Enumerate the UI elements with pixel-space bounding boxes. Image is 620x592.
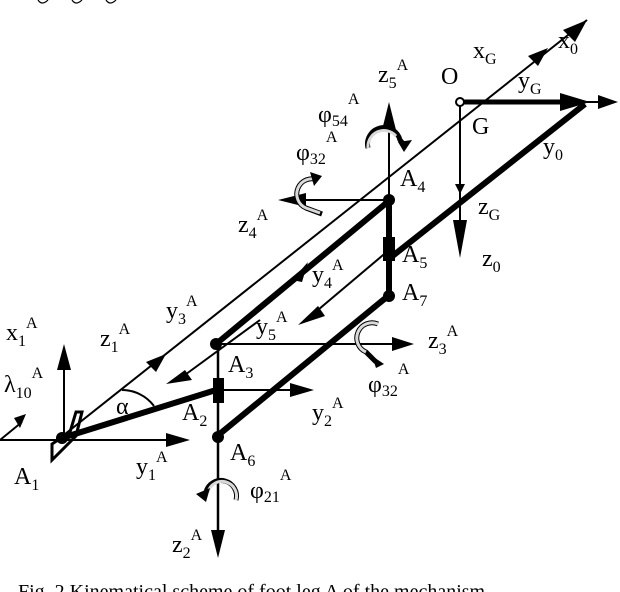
label-z1A: z1A: [100, 321, 131, 356]
label-z2A: z2A: [172, 527, 203, 562]
label-z4A: z4A: [238, 207, 269, 242]
joint-A5: [383, 237, 395, 261]
point-A1: [56, 432, 68, 444]
label-G: G: [472, 114, 489, 140]
label-x0: x0: [558, 28, 578, 58]
label-zG: zG: [478, 194, 501, 224]
label-O: O: [441, 64, 458, 90]
point-A6: [212, 431, 224, 443]
rotation-arrow-phi21: [196, 478, 240, 502]
point-O: [455, 97, 465, 107]
label-phi21A: φ21A: [250, 467, 292, 506]
label-y4A: y4A: [312, 257, 344, 292]
label-A3: A3: [228, 352, 253, 382]
label-xG: xG: [473, 38, 497, 68]
link-A1-A2: [61, 387, 217, 441]
point-A4: [383, 194, 395, 206]
label-z0: z0: [482, 246, 501, 276]
label-yG: yG: [518, 68, 542, 98]
label-y2A: y2A: [312, 395, 344, 430]
label-y3A: y3A: [166, 293, 198, 328]
label-z5A: z5A: [378, 57, 409, 92]
label-A6: A6: [230, 440, 255, 470]
label-A4: A4: [400, 166, 425, 196]
top-cropped-text: [37, 0, 117, 4]
label-A2: A2: [182, 400, 207, 430]
label-A5: A5: [402, 242, 427, 272]
link-A7-A6: [214, 293, 390, 440]
figure-caption: Fig. 2 Kinematical scheme of foot leg A …: [18, 581, 486, 592]
y4A-arrowhead: [292, 262, 308, 282]
alpha-arc: [121, 389, 155, 407]
rotation-arrow-phi32-right: [354, 320, 384, 368]
label-z3A: z3A: [428, 323, 459, 358]
label-phi54A: φ54A: [318, 91, 360, 130]
label-y5A: y5A: [256, 309, 288, 344]
link-G-A5: [388, 101, 587, 261]
label-y1A: y1A: [136, 449, 168, 484]
label-A1: A1: [14, 464, 39, 494]
rotation-arrow-phi32-top: [294, 172, 323, 217]
x-axis-main: [59, 19, 588, 439]
label-alpha: α: [116, 394, 129, 420]
y5A-axis: [311, 249, 390, 316]
label-phi32A-top: φ32A: [296, 129, 338, 168]
point-A7: [383, 290, 395, 302]
label-phi32A-right: φ32A: [368, 361, 410, 400]
label-A7: A7: [402, 280, 427, 310]
zG-axis: [453, 102, 467, 258]
label-y0: y0: [543, 134, 563, 164]
joint-A1-prismatic: [50, 410, 84, 464]
label-lambda10A: λ10A: [4, 365, 44, 402]
point-A3: [210, 338, 222, 350]
rotation-arrow-phi54: [365, 125, 412, 152]
label-x1A: x1A: [6, 315, 38, 350]
